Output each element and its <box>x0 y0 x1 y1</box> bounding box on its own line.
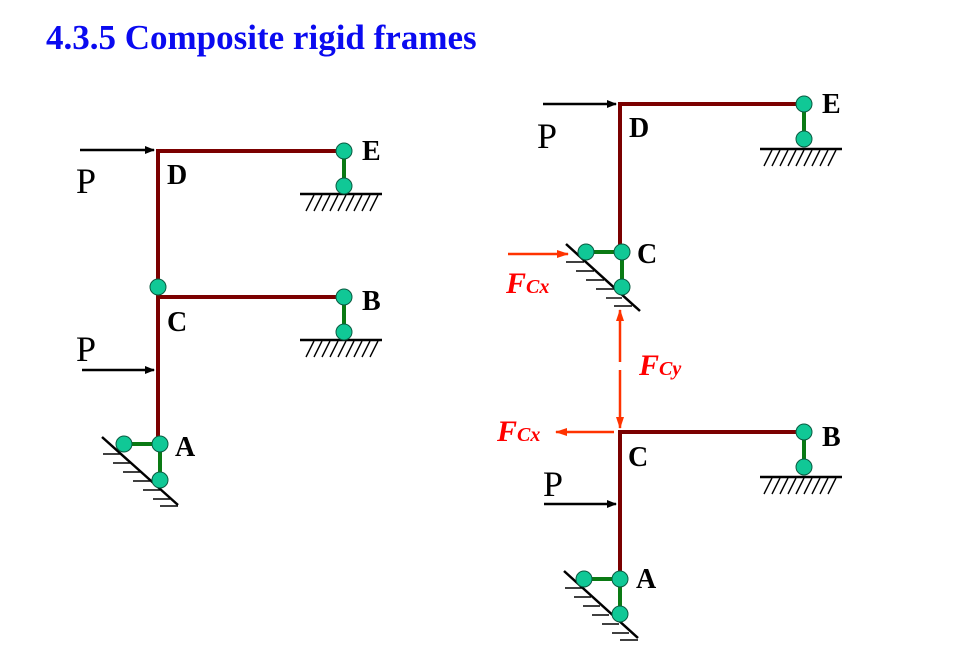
joint-label-E: E <box>362 136 381 167</box>
joint-label-D: D <box>167 160 187 191</box>
support-E <box>760 95 842 167</box>
joint-label-C-upper: C <box>637 239 657 270</box>
pin-B-bottom <box>795 458 813 476</box>
pin-C <box>613 243 631 261</box>
support-A <box>563 570 639 641</box>
pin-A-bottom <box>151 471 169 489</box>
pin-C-bottom <box>613 278 631 296</box>
pin-C-left <box>577 243 595 261</box>
ground-hatch <box>566 261 632 307</box>
joint-label-E: E <box>822 89 841 120</box>
force-label-FCy: FCy <box>638 349 681 382</box>
joint-label-C: C <box>167 307 187 338</box>
force-label-FCx-upper: FCx <box>505 267 549 300</box>
pin-B-bottom <box>335 323 353 341</box>
ground-hatch <box>763 477 837 495</box>
pin-E-top <box>335 142 353 160</box>
pin-B-top <box>795 423 813 441</box>
pin-A-bottom <box>611 605 629 623</box>
pin-E-bottom <box>795 130 813 148</box>
joint-label-A: A <box>175 432 196 463</box>
ground-hatch <box>305 194 379 212</box>
pin-A <box>611 570 629 588</box>
member-A-C-B <box>618 430 804 578</box>
ground-hatch <box>305 340 379 358</box>
joint-label-A: A <box>636 564 657 595</box>
hinge-C <box>149 278 167 296</box>
pin-E-bottom <box>335 177 353 195</box>
pin-A-left <box>575 570 593 588</box>
load-label-P-upper: P <box>76 161 96 201</box>
support-B <box>760 423 842 495</box>
pin-A-left <box>115 435 133 453</box>
pin-A <box>151 435 169 453</box>
member-C-D-E <box>618 102 804 250</box>
support-B <box>300 288 382 358</box>
left-frame: P P D E C B A <box>76 136 382 507</box>
pin-B-top <box>335 288 353 306</box>
right-frame-lower: FCx <box>496 415 842 641</box>
joint-label-B: B <box>362 286 381 317</box>
slide-title: 4.3.5 Composite rigid frames <box>46 18 477 57</box>
support-E <box>300 142 382 212</box>
joint-label-C-lower: C <box>628 442 648 473</box>
member-A-D <box>156 149 344 444</box>
force-label-FCx-lower: FCx <box>496 415 540 448</box>
ground-hatch <box>103 453 178 507</box>
load-label-P-upper: P <box>537 116 557 156</box>
ground-hatch <box>565 587 638 641</box>
pin-E-top <box>795 95 813 113</box>
support-A <box>101 435 179 507</box>
right-frame-upper: P FCx D E C <box>505 89 842 312</box>
force-FCy: FCy <box>616 309 681 429</box>
ground-hatch <box>763 149 837 167</box>
joint-label-D: D <box>629 113 649 144</box>
load-label-P-lower: P <box>76 329 96 369</box>
support-C-upper <box>565 243 641 312</box>
load-label-P-lower: P <box>543 464 563 504</box>
joint-label-B: B <box>822 422 841 453</box>
